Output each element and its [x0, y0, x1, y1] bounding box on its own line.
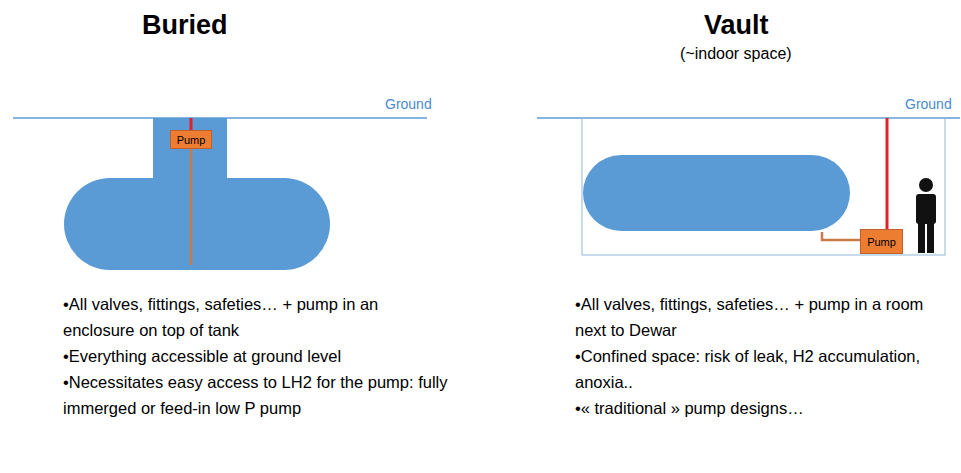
bullet-text: •All valves, fittings, safeties… + pump …	[575, 291, 957, 343]
bullet-list: •All valves, fittings, safeties… + pump …	[63, 291, 448, 421]
bullet-text: •« traditional » pump designs…	[575, 395, 957, 421]
vault-room	[582, 118, 945, 255]
person-icon	[916, 178, 936, 253]
tank	[64, 178, 330, 270]
bullet-text: •Necessitates easy access to LH2 for the…	[63, 369, 448, 421]
suction-pipe	[822, 232, 861, 240]
bullet-list: •All valves, fittings, safeties… + pump …	[575, 291, 957, 421]
bullet-text: •Confined space: risk of leak, H2 accumu…	[575, 343, 957, 395]
dewar	[583, 155, 850, 231]
pump-box: Pump	[860, 229, 903, 254]
ground-label: Ground	[385, 96, 432, 112]
bullet-text: •All valves, fittings, safeties… + pump …	[63, 291, 448, 343]
suction-pipe	[190, 148, 193, 265]
pump-label: Pump	[177, 134, 206, 146]
outlet-pipe	[886, 118, 889, 230]
ground-label: Ground	[905, 96, 952, 112]
heading: Vault	[704, 10, 769, 41]
pump-label: Pump	[867, 236, 896, 248]
subheading: (~indoor space)	[680, 45, 792, 63]
heading: Buried	[142, 10, 228, 41]
bullet-text: •Everything accessible at ground level	[63, 343, 448, 369]
pump-box: Pump	[170, 130, 212, 149]
